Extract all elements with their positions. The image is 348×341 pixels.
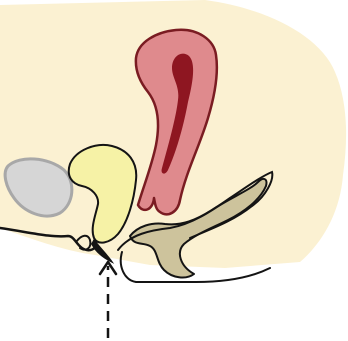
dashed-upward-arrow-icon xyxy=(100,262,116,338)
